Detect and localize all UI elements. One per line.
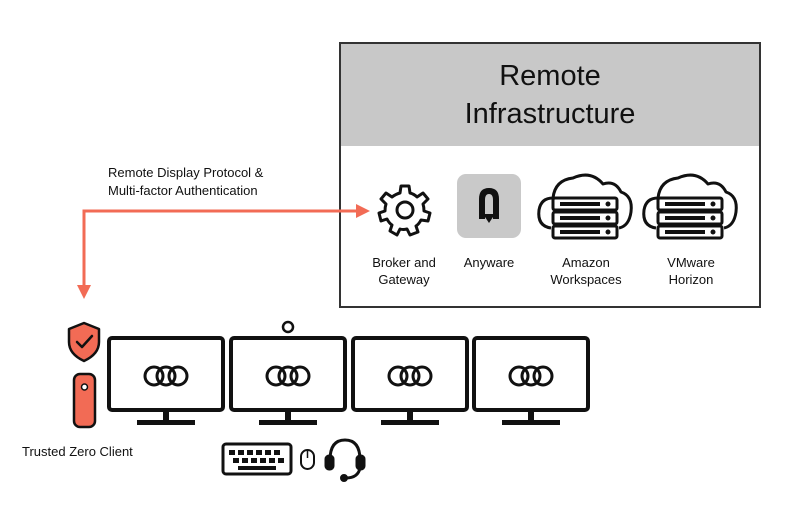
shield-check-icon [67, 321, 101, 363]
vmware-horizon-label: VMware Horizon [636, 254, 746, 288]
trusted-zero-client-label: Trusted Zero Client [22, 444, 133, 459]
protocol-label-line1: Remote Display Protocol & [108, 165, 264, 180]
remote-infrastructure-header: Remote Infrastructure [341, 44, 759, 146]
connection-arrow [82, 209, 358, 290]
amazon-workspaces-label-line1: Amazon [562, 255, 610, 270]
mouse-icon [300, 449, 315, 470]
infrastructure-title-line2: Infrastructure [464, 98, 636, 130]
headset-icon [324, 438, 366, 482]
anyware-label: Anyware [434, 254, 544, 271]
protocol-label-line2: Multi-factor Authentication [108, 183, 258, 198]
gear-icon [377, 184, 432, 237]
protocol-label: Remote Display Protocol & Multi-factor A… [108, 164, 328, 200]
arrowhead-right-icon [356, 204, 370, 218]
amazon-workspaces-label-line2: Workspaces [550, 272, 622, 287]
amazon-workspaces-label: Amazon Workspaces [531, 254, 641, 288]
cloud-server-icon [537, 173, 633, 240]
zero-client-device-icon [72, 372, 97, 429]
anyware-logo-icon [457, 174, 521, 238]
broker-gateway-label-line2: Gateway [378, 272, 430, 287]
anyware-label-line1: Anyware [463, 255, 515, 270]
monitor-icon [472, 336, 590, 425]
vmware-horizon-label-line2: Horizon [668, 272, 714, 287]
infrastructure-title-line1: Remote [499, 60, 601, 92]
vmware-horizon-label-line1: VMware [667, 255, 715, 270]
keyboard-icon [221, 442, 293, 476]
monitor-icon [107, 336, 225, 425]
webcam-icon [281, 320, 295, 334]
arrowhead-down-icon [77, 285, 91, 299]
broker-gateway-label: Broker and Gateway [349, 254, 459, 288]
monitor-icon [351, 336, 469, 425]
monitor-icon [229, 336, 347, 425]
cloud-server-icon [642, 173, 738, 240]
broker-gateway-label-line1: Broker and [372, 255, 436, 270]
